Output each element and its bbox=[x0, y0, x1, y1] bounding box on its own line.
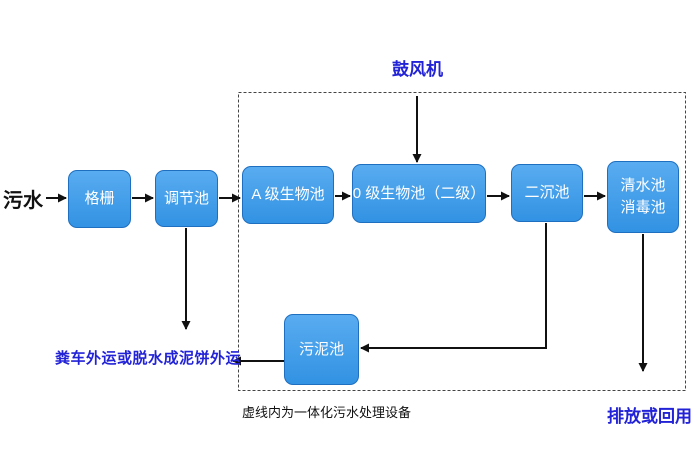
box-secondary-sedimentation-tank: 二沉池 bbox=[511, 164, 583, 222]
box-a-bio-tank: A 级生物池 bbox=[242, 166, 334, 224]
label-blower: 鼓风机 bbox=[392, 60, 443, 79]
label-discharge-or-reuse: 排放或回用 bbox=[607, 407, 692, 426]
box-grille: 格栅 bbox=[68, 170, 131, 228]
box-clear-water-line2: 消毒池 bbox=[620, 199, 666, 216]
box-o-bio-tank: 0 级生物池（二级） bbox=[352, 164, 486, 223]
box-o-bio-tank-label: 0 级生物池（二级） bbox=[352, 184, 486, 202]
arrow-secondary-sed-to-sludge-tank bbox=[360, 223, 547, 353]
box-clear-water-disinfection-tank: 清水池 消毒池 bbox=[607, 161, 679, 233]
box-regulating-tank: 调节池 bbox=[155, 170, 218, 227]
box-grille-label: 格栅 bbox=[84, 190, 115, 208]
label-dashed-boundary-note: 虚线内为一体化污水处理设备 bbox=[242, 405, 412, 420]
box-sludge-tank: 污泥池 bbox=[284, 314, 359, 385]
box-a-bio-tank-label: A 级生物池 bbox=[251, 186, 325, 204]
box-sludge-tank-label: 污泥池 bbox=[298, 340, 344, 358]
integrated-equipment-dashed-boundary bbox=[238, 92, 686, 391]
label-sludge-disposal: 粪车外运或脱水成泥饼外运 bbox=[55, 350, 242, 367]
box-regulating-tank-label: 调节池 bbox=[163, 189, 209, 207]
label-sewage-influent: 污水 bbox=[3, 190, 43, 212]
box-secondary-sedimentation-label: 二沉池 bbox=[524, 184, 570, 202]
box-clear-water-line1: 清水池 bbox=[620, 177, 666, 195]
